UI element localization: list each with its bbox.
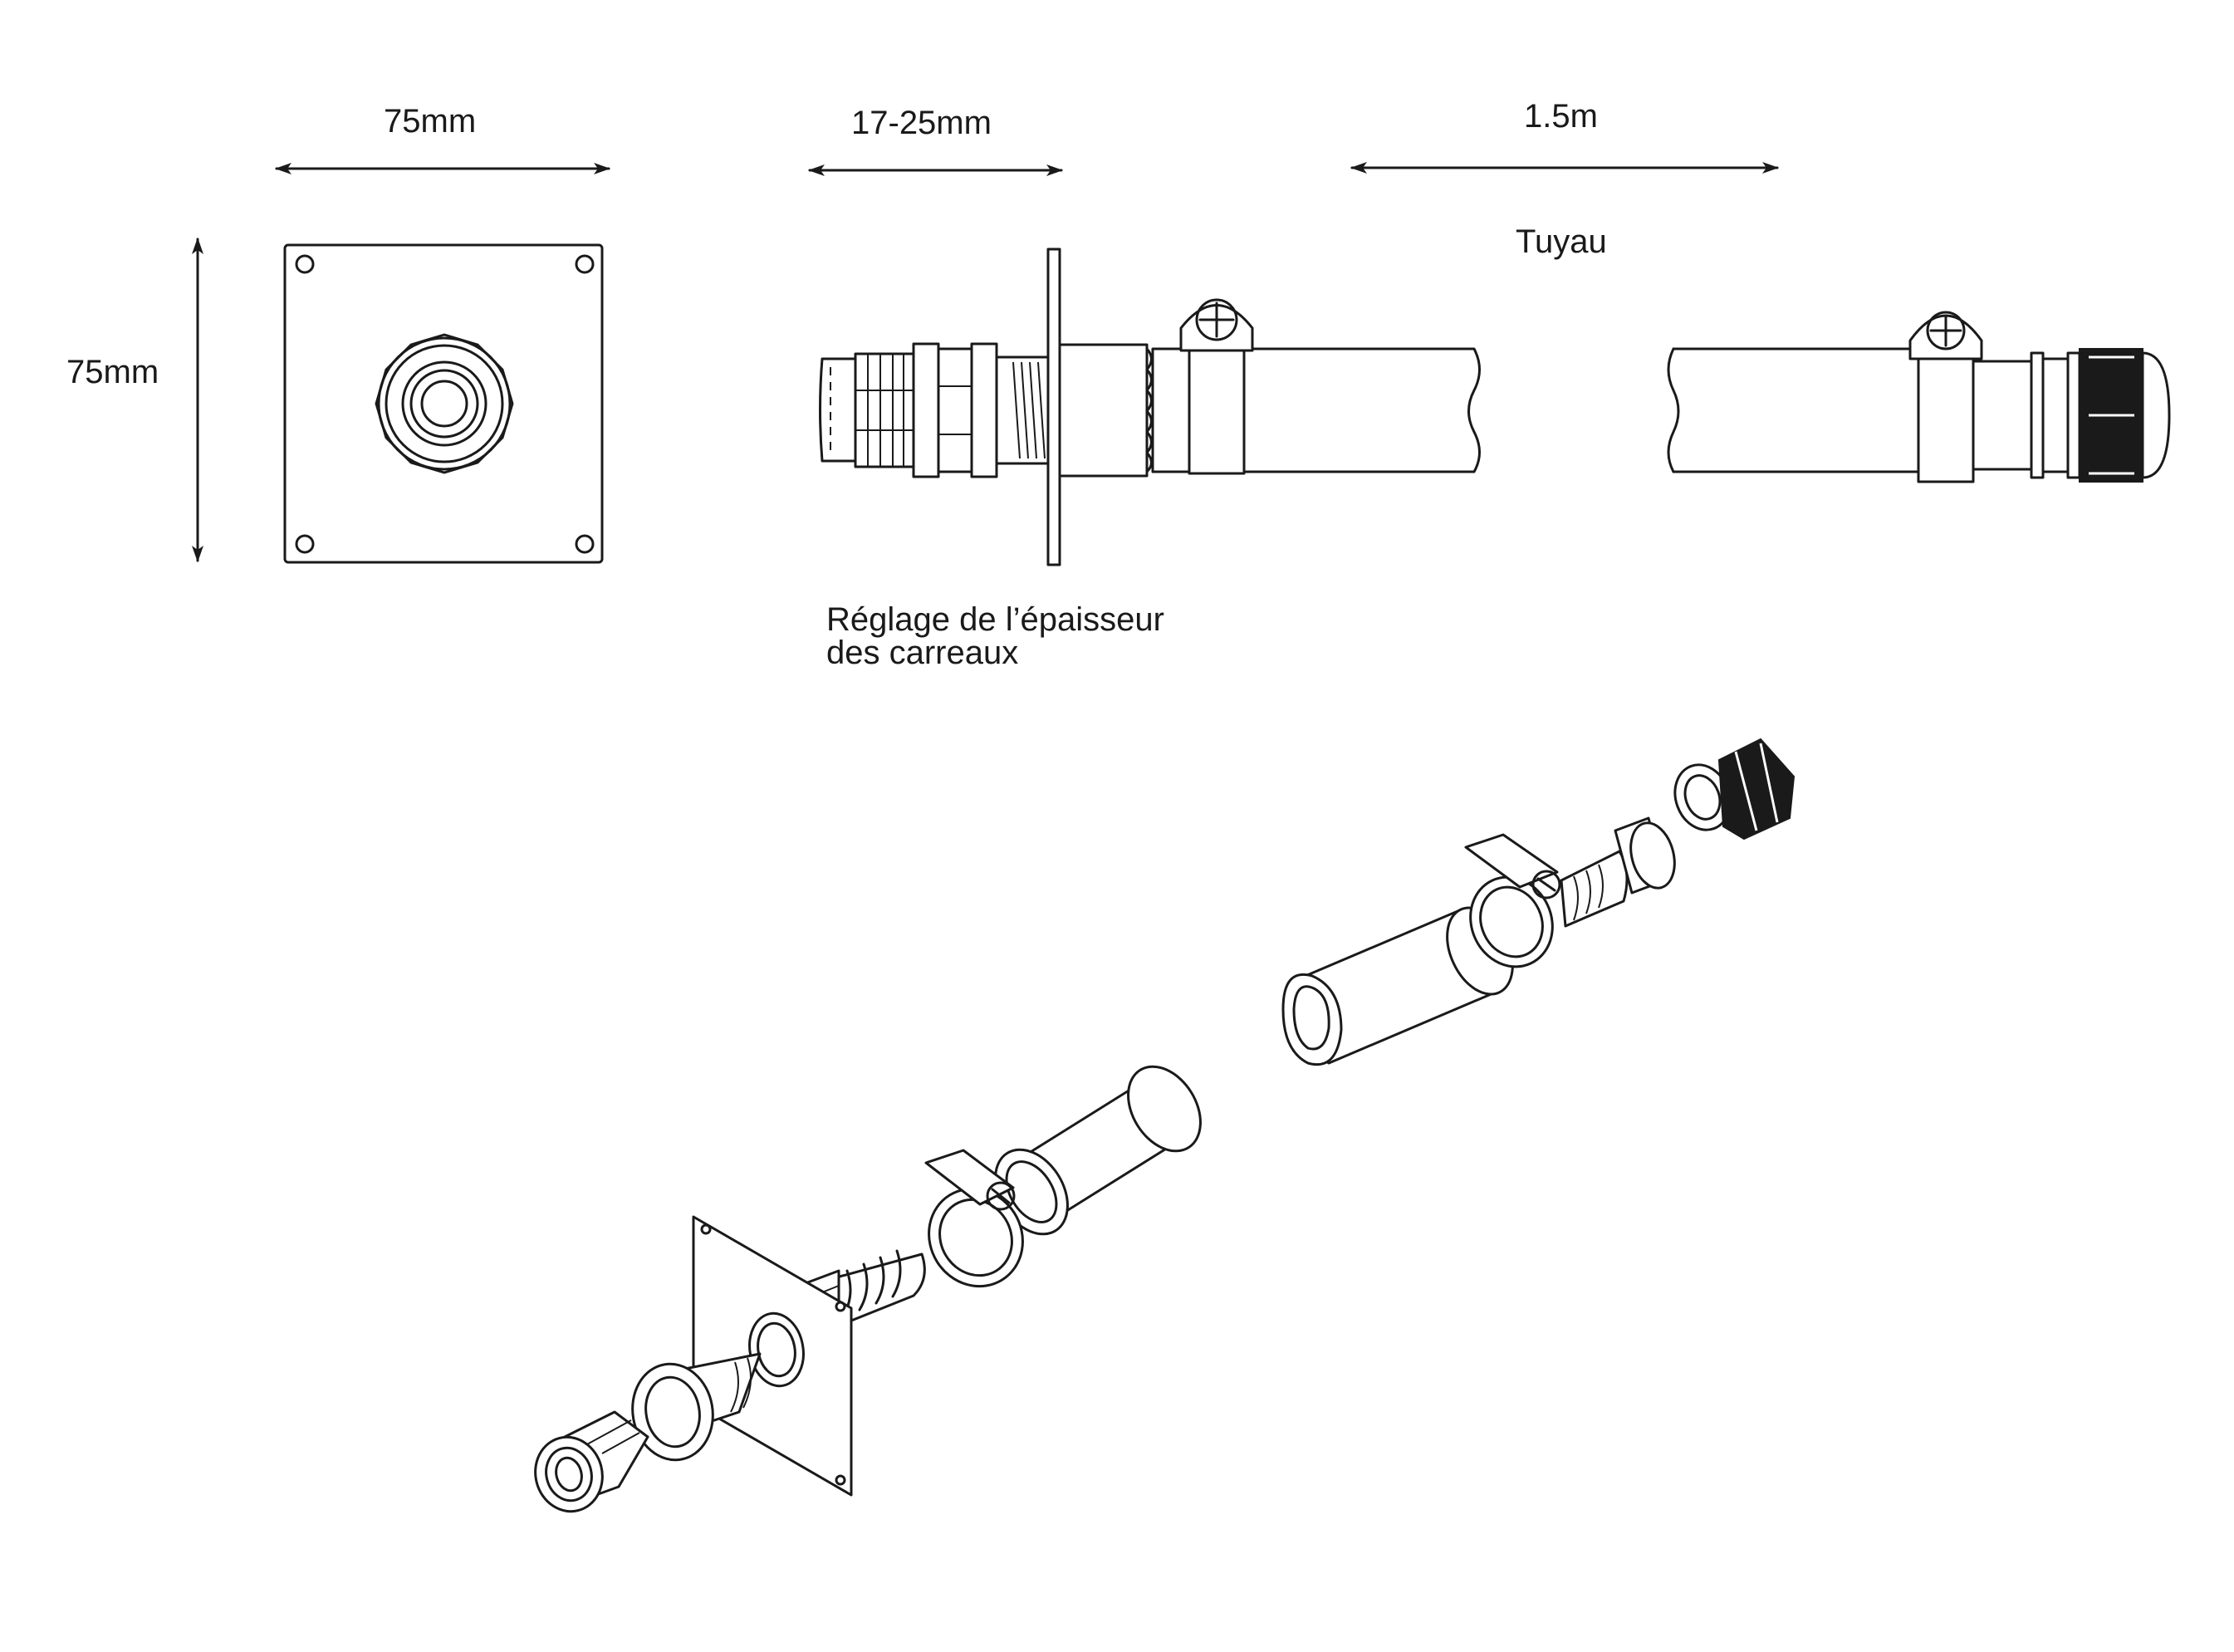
tile-thickness-note: Réglage de l’épaisseur des carreaux — [826, 601, 1164, 671]
hose-length-label: 1.5m — [1524, 98, 1598, 135]
plate-height-label: 75mm — [66, 354, 159, 390]
exploded-tail-2 — [1560, 816, 1676, 928]
plate-front-view — [283, 243, 604, 564]
side-view-fitting — [819, 248, 1481, 566]
plate-width-label: 75mm — [384, 103, 477, 140]
exploded-view — [534, 738, 1796, 1513]
exploded-gland-nut — [534, 1410, 649, 1513]
tile-adjust-label: 17-25mm — [851, 105, 992, 141]
exploded-clamp-1 — [924, 1149, 1024, 1288]
exploded-clamp-2 — [1464, 833, 1561, 968]
side-view-hose-end — [1667, 311, 2171, 483]
exploded-flange — [631, 1352, 762, 1462]
hose-label: Tuyau — [1516, 223, 1607, 260]
exploded-gland-2 — [1673, 738, 1796, 841]
exploded-plate — [692, 1215, 853, 1497]
